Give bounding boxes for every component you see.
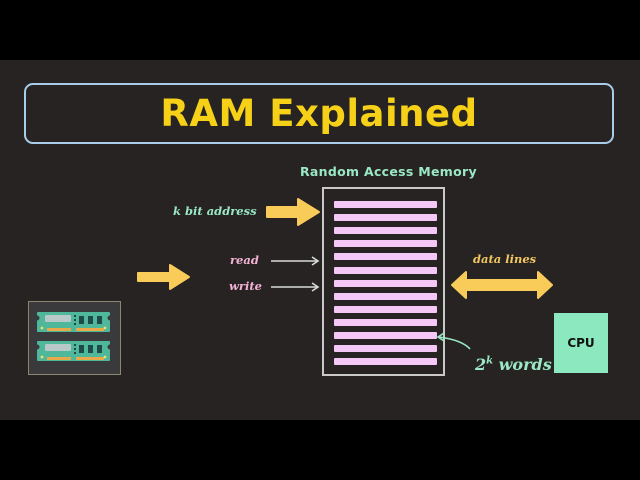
write-arrow-icon (271, 282, 320, 292)
ram-stick-bottom (34, 341, 113, 361)
memory-word-row (334, 318, 437, 326)
word-count-suffix: words (493, 355, 552, 374)
memory-word-row (334, 201, 437, 208)
memory-word-row (334, 358, 437, 366)
address-arrow-icon (266, 198, 320, 226)
read-arrow-icon (271, 256, 320, 266)
ram-stick-top (34, 312, 113, 332)
memory-word-row (334, 332, 437, 339)
page-title: RAM Explained (160, 92, 478, 135)
ram-stick-icon (28, 301, 121, 375)
memory-word-row (334, 279, 437, 287)
memory-word-row (334, 240, 437, 248)
memory-caption: Random Access Memory (300, 164, 477, 179)
memory-word-row (334, 227, 437, 235)
memory-block (322, 187, 445, 376)
read-label: read (230, 253, 259, 267)
memory-word-row (334, 305, 437, 313)
word-count-label: 2k words (475, 355, 552, 374)
title-box: RAM Explained (24, 83, 614, 144)
memory-word-row (334, 345, 437, 353)
cpu-block: CPU (554, 313, 608, 373)
arrows-layer (137, 198, 553, 350)
address-label: k bit address (173, 204, 257, 218)
word-count-exponent: k (486, 355, 494, 367)
ram-arrow-icon (137, 264, 190, 290)
data-lines-arrow-icon (451, 271, 553, 299)
memory-word-row (334, 266, 437, 274)
write-label: write (229, 279, 262, 293)
word-count-base: 2 (475, 355, 487, 374)
word-pointer-arrow-icon (436, 332, 471, 350)
memory-word-row (334, 253, 437, 261)
cpu-label: CPU (567, 336, 595, 350)
memory-word-row (334, 214, 437, 222)
diagram-canvas: RAM Explained Random (0, 60, 640, 420)
memory-word-row (334, 292, 437, 300)
data-lines-label: data lines (473, 252, 537, 266)
